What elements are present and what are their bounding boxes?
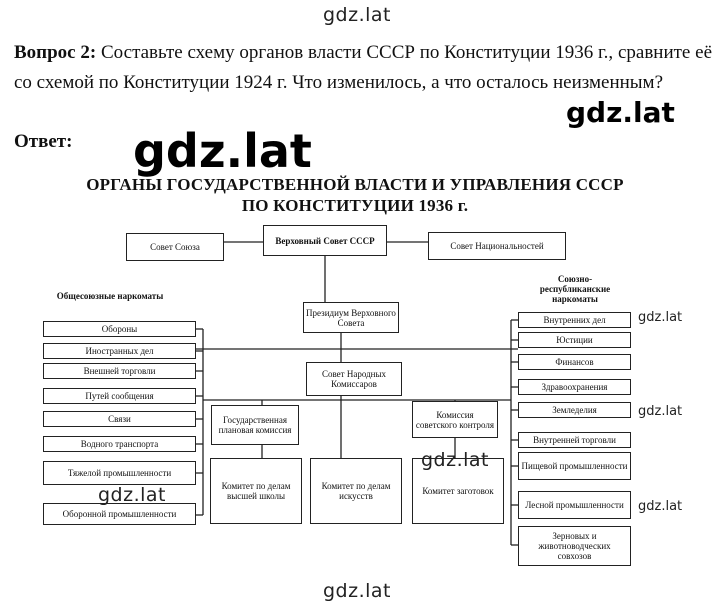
watermark-center: gdz.lat <box>421 449 490 471</box>
question-body: Составьте схему органов власти СССР по К… <box>14 42 712 93</box>
all-union-item: Связи <box>43 411 196 427</box>
union-republic-item: Земледелия <box>518 402 631 418</box>
watermark-top: gdz.lat <box>323 4 392 26</box>
answer-label: Ответ: <box>14 131 73 152</box>
all-union-item: Иностранных дел <box>43 343 196 359</box>
union-republic-item: Внутренних дел <box>518 312 631 328</box>
watermark-side-3: gdz.lat <box>638 499 683 514</box>
watermark-left-bottom: gdz.lat <box>98 484 167 506</box>
watermark-right: gdz.lat <box>566 96 675 129</box>
watermark-bottom: gdz.lat <box>323 580 392 602</box>
all-union-heading: Общесоюзные наркоматы <box>56 291 164 301</box>
union-republic-item: Лесной промышленности <box>518 491 631 519</box>
gosplan-box: Государственная плановая комиссия <box>211 405 299 445</box>
union-republic-item: Финансов <box>518 354 631 370</box>
all-union-item: Оборонной промышленности <box>43 503 196 525</box>
sovnarkom-box: Совет Народных Комиссаров <box>306 362 402 396</box>
soviet-nationalities-box: Совет Национальностей <box>428 232 566 260</box>
soviet-union-box: Совет Союза <box>126 233 224 261</box>
union-republic-item: Юстиции <box>518 332 631 348</box>
arts-committee-box: Комитет по делам искусств <box>310 458 402 524</box>
watermark-side-1: gdz.lat <box>638 310 683 325</box>
all-union-item: Водного транспорта <box>43 436 196 452</box>
question-text: Вопрос 2: Составьте схему органов власти… <box>14 38 712 98</box>
union-republic-heading: Союзно-республиканские наркоматы <box>539 274 611 304</box>
union-republic-item: Пищевой промышленности <box>518 452 631 480</box>
all-union-item: Путей сообщения <box>43 388 196 404</box>
supreme-soviet-box: Верховный Совет СССР <box>263 225 387 256</box>
union-republic-item: Зерновых и животноводческих совхозов <box>518 526 631 566</box>
all-union-item: Внешней торговли <box>43 363 196 379</box>
union-republic-item: Здравоохранения <box>518 379 631 395</box>
union-republic-item: Внутренней торговли <box>518 432 631 448</box>
diagram-title-line1: ОРГАНЫ ГОСУДАРСТВЕННОЙ ВЛАСТИ И УПРАВЛЕН… <box>86 175 624 194</box>
watermark-side-2: gdz.lat <box>638 404 683 419</box>
all-union-item: Обороны <box>43 321 196 337</box>
all-union-item: Тяжелой промышленности <box>43 461 196 485</box>
diagram-title-line2: ПО КОНСТИТУЦИИ 1936 г. <box>241 196 469 215</box>
presidium-box: Президиум Верховного Совета <box>303 302 399 333</box>
watermark-big: gdz.lat <box>133 124 312 178</box>
procurement-committee-box: Комитет заготовок <box>412 458 504 524</box>
question-label: Вопрос 2: <box>14 42 97 63</box>
higher-school-box: Комитет по делам высшей школы <box>210 458 302 524</box>
control-commission-box: Комиссия советского контроля <box>412 401 498 438</box>
